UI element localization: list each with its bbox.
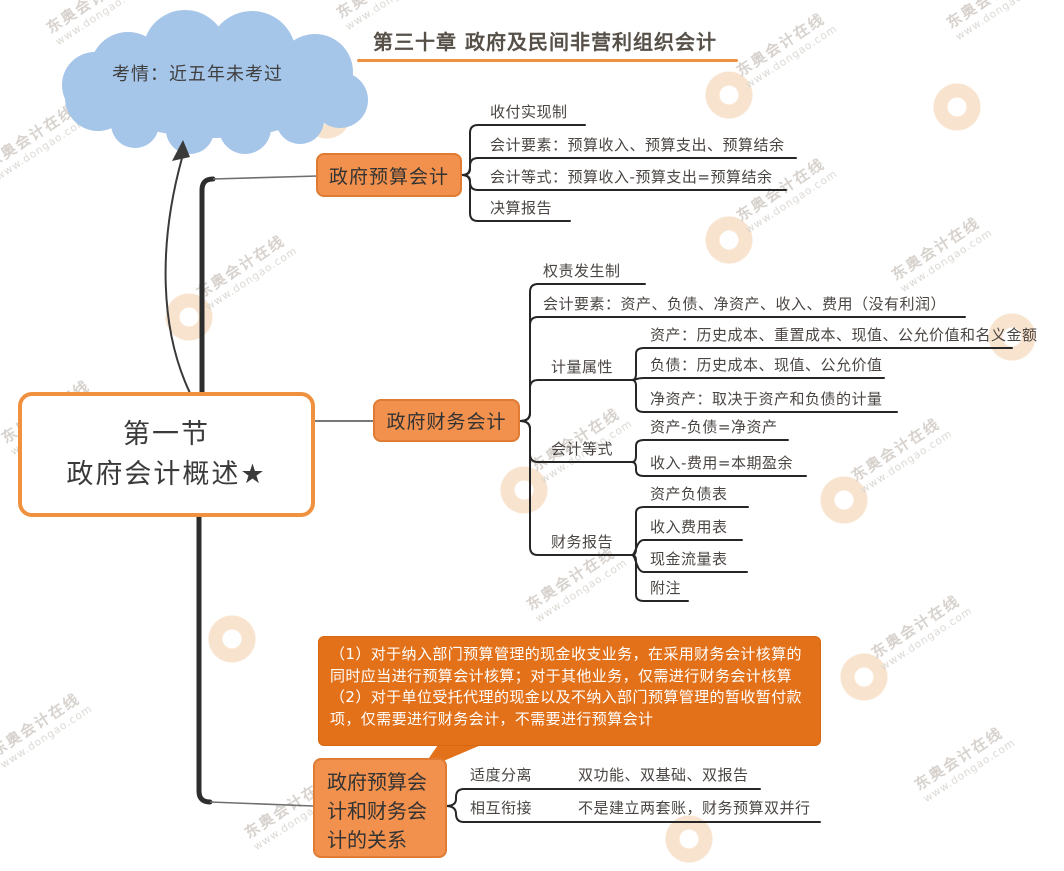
callout-note[interactable]: （1）对于纳入部门预算管理的现金收支业务，在采用财务会计核算的同时应当进行预算会… [318, 636, 821, 746]
leaf-accrual-basis[interactable]: 权责发生制 [543, 262, 621, 280]
leaf-budget-elements[interactable]: 会计要素：预算收入、预算支出、预算结余 [490, 136, 785, 154]
topic-relationship[interactable]: 政府预算会计和财务会计的关系 [313, 758, 447, 858]
leaf-mutual-connection-value[interactable]: 不是建立两套账，财务预算双并行 [578, 799, 811, 817]
leaf-equation-surplus[interactable]: 收入-费用=本期盈余 [650, 454, 793, 472]
node-financial-report[interactable]: 财务报告 [551, 533, 614, 551]
leaf-net-asset-measurement[interactable]: 净资产：取决于资产和负债的计量 [650, 390, 883, 408]
arrow-to-cloud [164, 140, 191, 394]
leaf-cash-basis[interactable]: 收付实现制 [490, 103, 568, 121]
chapter-title: 第三十章 政府及民间非营利组织会计 [373, 30, 717, 54]
callout-note-point1: （1）对于纳入部门预算管理的现金收支业务，在采用财务会计核算的同时应当进行预算会… [330, 645, 802, 685]
topic-financial-accounting[interactable]: 政府财务会计 [373, 399, 520, 442]
leaf-income-expense-statement[interactable]: 收入费用表 [650, 518, 728, 536]
leaf-moderate-separation-value[interactable]: 双功能、双基础、双报告 [578, 766, 749, 784]
central-topic-line2: 政府会计概述★ [66, 458, 267, 490]
spine-line [196, 176, 216, 805]
leaf-balance-sheet[interactable]: 资产负债表 [650, 485, 728, 503]
leaf-asset-measurement[interactable]: 资产：历史成本、重置成本、现值、公允价值和名义金额 [650, 326, 1038, 344]
exam-info-note[interactable]: 考情：近五年未考过 [112, 64, 283, 85]
title-underline [357, 59, 738, 62]
leaf-underlines [445, 124, 1013, 823]
leaf-finance-elements[interactable]: 会计要素：资产、负债、净资产、收入、费用（没有利润） [543, 295, 947, 313]
topic-budget-accounting[interactable]: 政府预算会计 [316, 153, 462, 197]
leaf-cash-flow-statement[interactable]: 现金流量表 [650, 550, 728, 568]
callout-note-point2: （2）对于单位受托代理的现金以及不纳入部门预算管理的暂收暂付款项，仅需要进行财务… [330, 688, 802, 728]
leaf-equation-net-assets[interactable]: 资产-负债=净资产 [650, 418, 778, 436]
leaf-budget-equation[interactable]: 会计等式：预算收入-预算支出=预算结余 [490, 168, 773, 186]
leaf-final-accounts-report[interactable]: 决算报告 [490, 199, 553, 217]
leaf-moderate-separation-key[interactable]: 适度分离 [470, 766, 533, 784]
leaf-liability-measurement[interactable]: 负债：历史成本、现值、公允价值 [650, 356, 883, 374]
leaf-mutual-connection-key[interactable]: 相互衔接 [470, 799, 533, 817]
leaf-notes[interactable]: 附注 [650, 579, 682, 597]
node-accounting-equation[interactable]: 会计等式 [551, 440, 614, 458]
central-topic-line1: 第一节 [123, 418, 210, 450]
node-measurement-attributes[interactable]: 计量属性 [551, 358, 614, 376]
central-topic[interactable]: 第一节 政府会计概述★ [18, 392, 315, 517]
branch-connectors [209, 175, 373, 807]
